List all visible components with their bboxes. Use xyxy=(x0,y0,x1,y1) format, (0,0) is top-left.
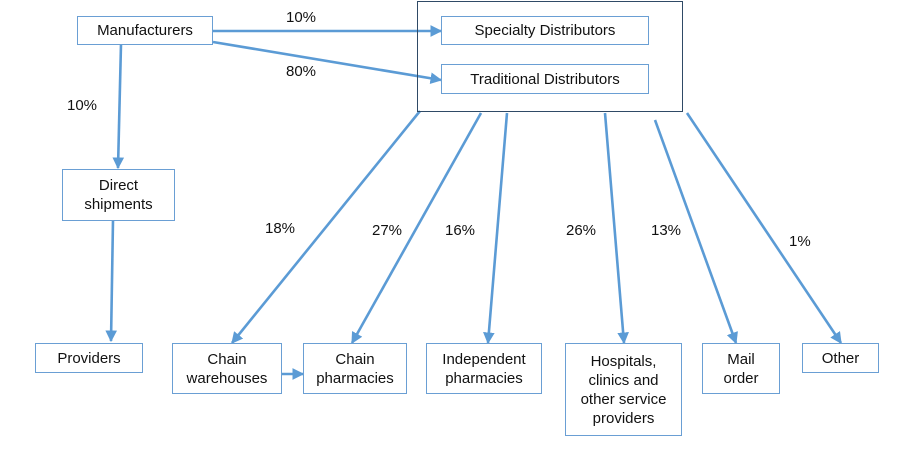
chain-pharmacies-label: Chain pharmacies xyxy=(316,350,394,387)
flow-label-traditional: 80% xyxy=(286,63,317,80)
independent-pharmacies-box: Independent pharmacies xyxy=(426,343,542,394)
arrow-distributors-to-mail-order xyxy=(653,119,738,345)
traditional-distributors-label: Traditional Distributors xyxy=(470,70,620,88)
arrow-distributors-to-chain-warehouses xyxy=(230,110,422,344)
hospitals-clinics-box: Hospitals, clinics and other service pro… xyxy=(565,343,682,436)
chain-warehouses-box: Chain warehouses xyxy=(172,343,282,394)
flow-label-specialty: 10% xyxy=(286,9,317,26)
mail-order-label: Mail order xyxy=(723,350,759,387)
providers-box: Providers xyxy=(35,343,143,373)
flow-label-mail-order: 13% xyxy=(651,222,682,239)
direct-shipments-label: Direct shipments xyxy=(84,177,153,213)
flow-label-other: 1% xyxy=(789,233,811,250)
providers-label: Providers xyxy=(57,349,121,367)
flow-label-chain-warehouses: 18% xyxy=(265,220,296,237)
chain-warehouses-label: Chain warehouses xyxy=(186,350,268,387)
flow-label-chain-pharmacies: 27% xyxy=(372,222,403,239)
specialty-distributors-box: Specialty Distributors xyxy=(441,16,649,45)
specialty-distributors-label: Specialty Distributors xyxy=(474,22,616,39)
arrow-distributors-to-chain-pharmacies xyxy=(350,112,483,345)
other-label: Other xyxy=(821,349,860,367)
other-box: Other xyxy=(802,343,879,373)
mail-order-box: Mail order xyxy=(702,343,780,394)
arrow-manufacturers-to-direct xyxy=(112,43,125,170)
arrow-manufacturers-to-traditional xyxy=(212,40,443,85)
manufacturers-label: Manufacturers xyxy=(97,22,193,39)
arrow-distributors-to-other xyxy=(685,112,843,344)
hospitals-clinics-label: Hospitals, clinics and other service pro… xyxy=(580,352,667,427)
flow-label-direct: 10% xyxy=(67,97,98,114)
direct-shipments-box: Direct shipments xyxy=(62,169,175,221)
distributors-group xyxy=(417,1,683,112)
arrow-distributors-to-hospitals xyxy=(603,112,629,345)
manufacturers-box: Manufacturers xyxy=(77,16,213,45)
chain-pharmacies-box: Chain pharmacies xyxy=(303,343,407,394)
arrow-direct-to-providers xyxy=(105,219,118,343)
independent-pharmacies-label: Independent pharmacies xyxy=(442,350,526,387)
traditional-distributors-box: Traditional Distributors xyxy=(441,64,649,94)
arrow-distributors-to-independent xyxy=(483,112,509,345)
flow-label-hospitals: 26% xyxy=(566,222,597,239)
flow-label-independent: 16% xyxy=(445,222,476,239)
